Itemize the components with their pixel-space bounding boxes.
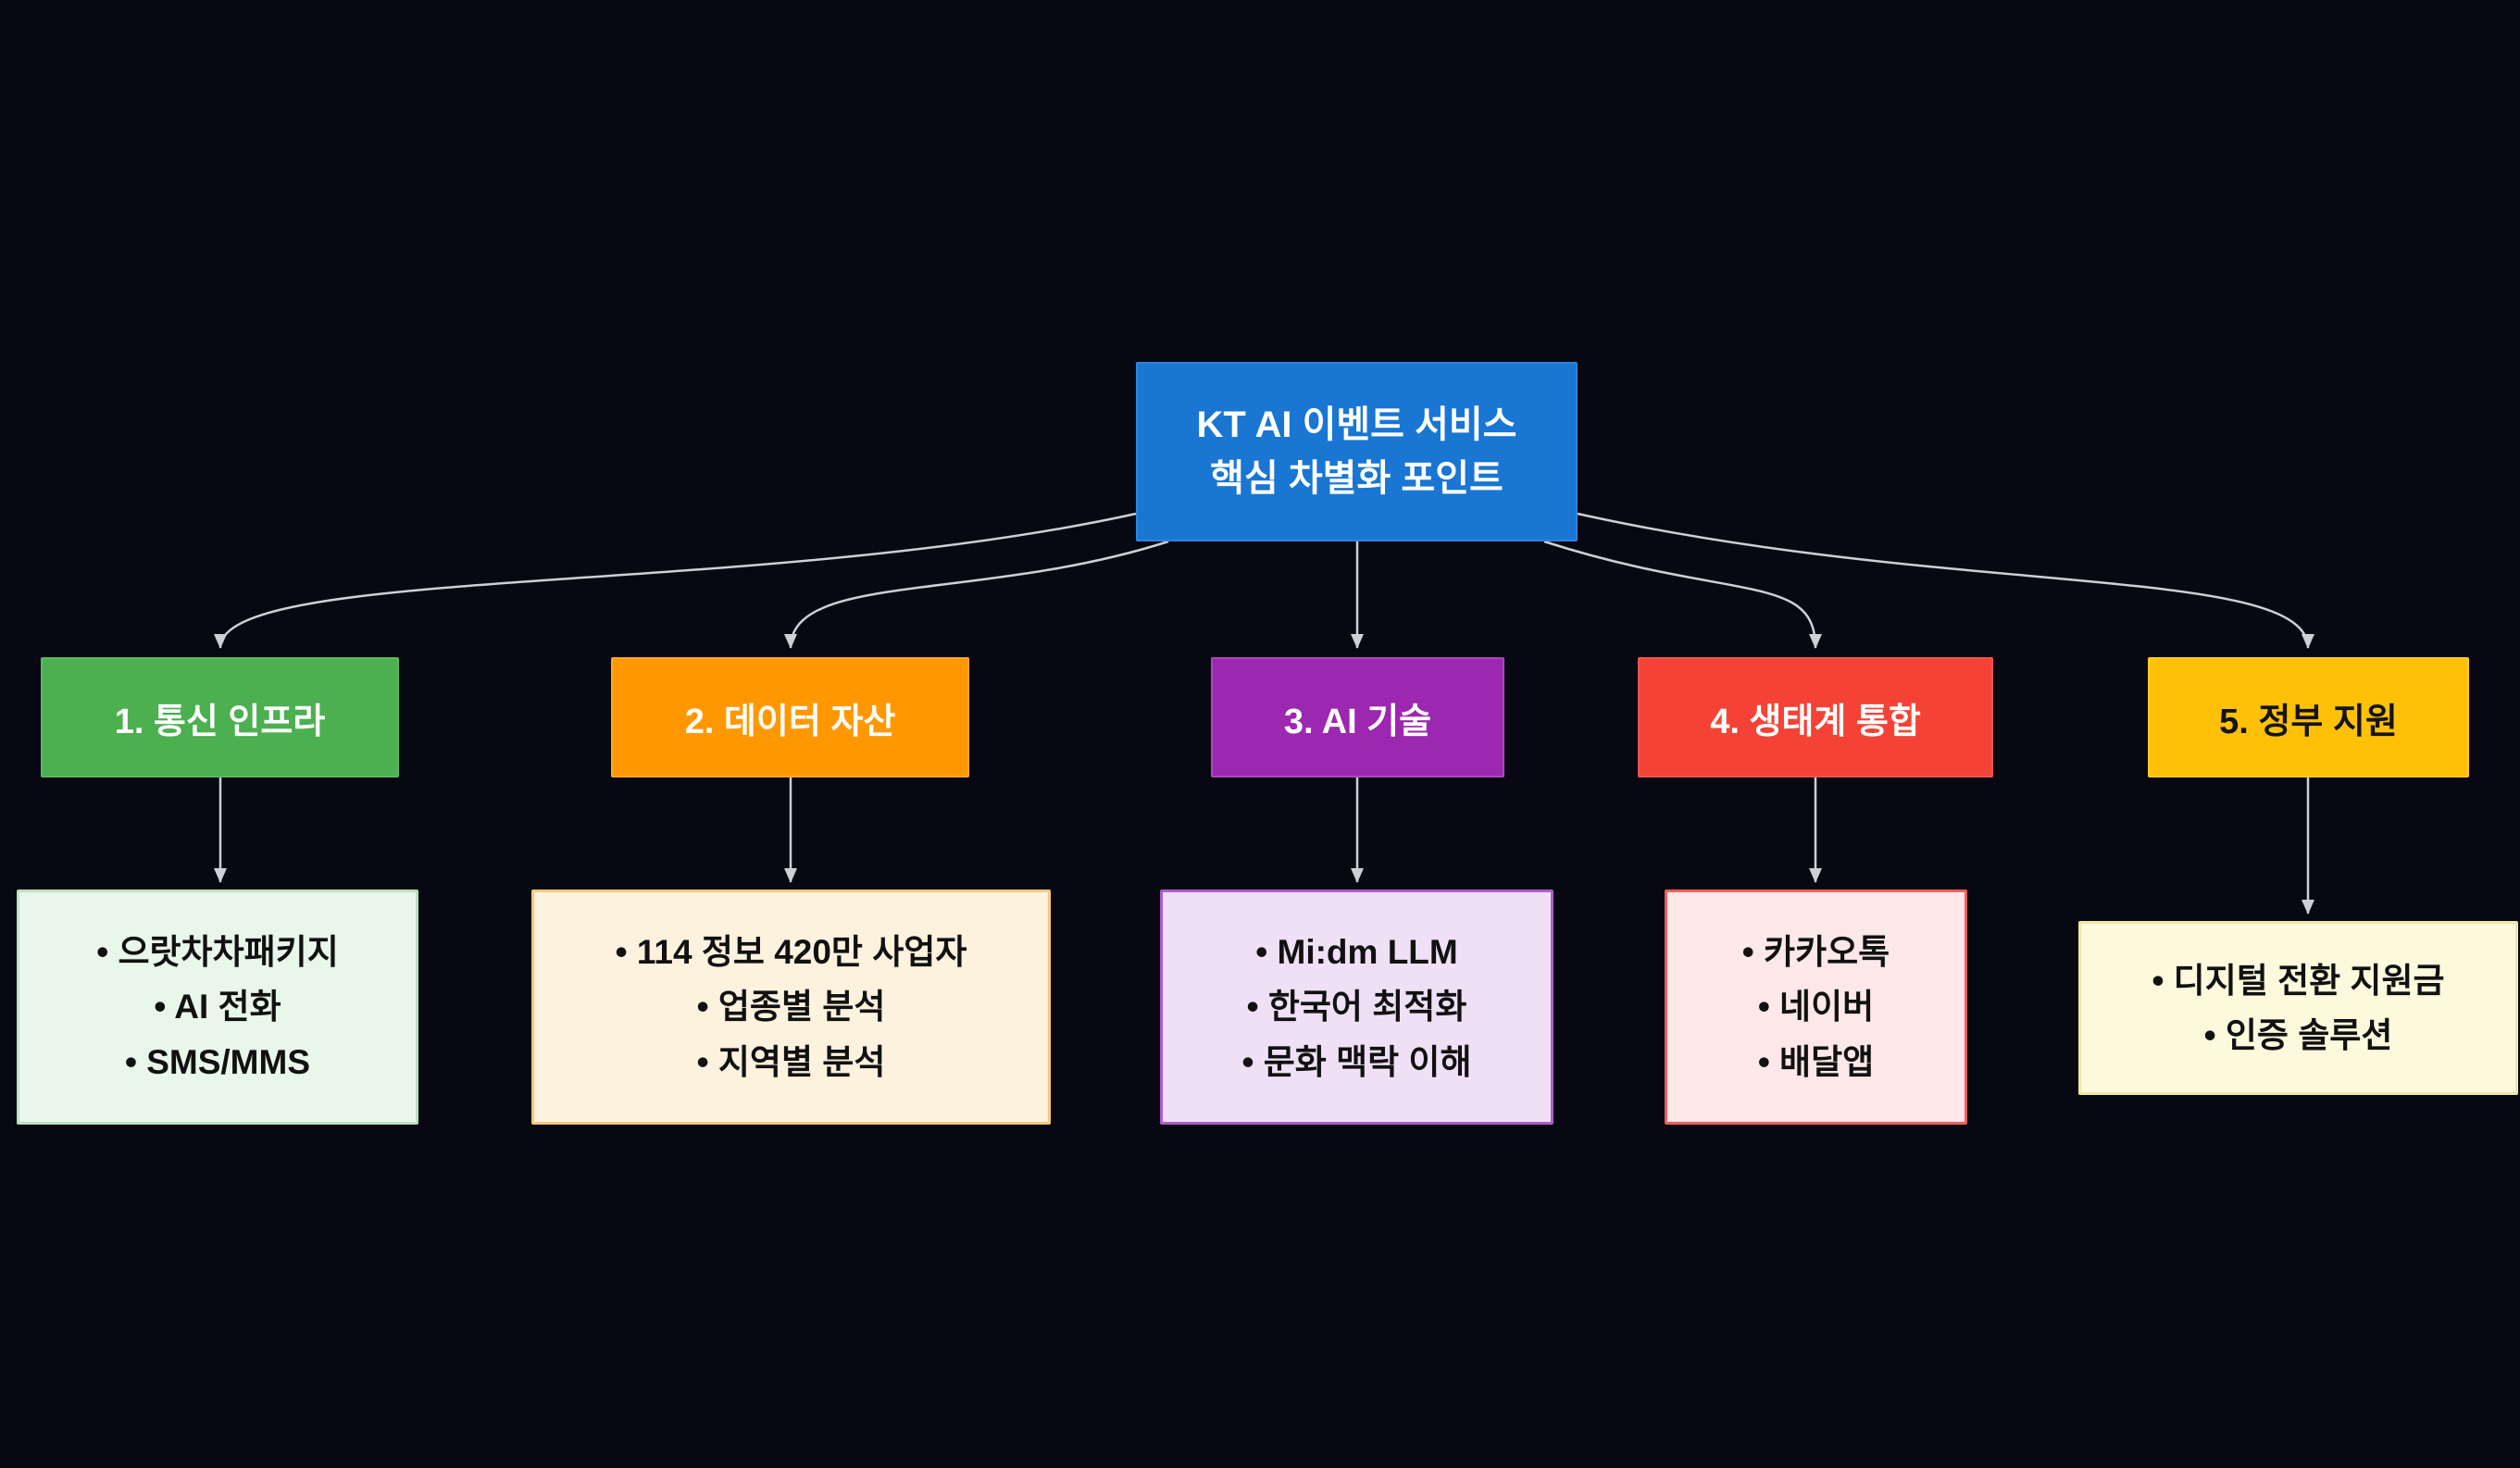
branch-leaf-gov: 디지털 전환 지원금 인증 솔루션 <box>2078 921 2518 1095</box>
root-title-line-2: 핵심 차별화 포인트 <box>1210 458 1503 499</box>
leaf-item: 카카오톡 <box>1742 925 1890 979</box>
branch-header-ecosystem: 4. 생태계 통합 <box>1638 657 1993 778</box>
leaf-item: 지역별 분석 <box>697 1035 885 1089</box>
leaf-item: 문화 맥락 이해 <box>1241 1035 1472 1089</box>
branch-header-infra: 1. 통신 인프라 <box>41 657 399 778</box>
branch-leaf-data: 114 정보 420만 사업자 업종별 분석 지역별 분석 <box>531 890 1051 1125</box>
root-node: KT AI 이벤트 서비스 핵심 차별화 포인트 <box>1136 362 1578 541</box>
leaf-item: 업종별 분석 <box>697 979 885 1034</box>
branch-header-gov: 5. 정부 지원 <box>2148 657 2469 778</box>
arrow-root-to-data <box>784 540 1169 649</box>
branch-leaf-ecosystem: 카카오톡 네이버 배달앱 <box>1665 890 1967 1125</box>
leaf-item: Mi:dm LLM <box>1255 925 1458 979</box>
leaf-item: SMS/MMS <box>125 1035 310 1089</box>
leaf-item: 배달앱 <box>1758 1035 1874 1089</box>
arrow-root-to-ecosystem <box>1543 540 1822 649</box>
leaf-item: 네이버 <box>1758 979 1874 1034</box>
leaf-item: 한국어 최적화 <box>1247 979 1467 1034</box>
arrow-root-to-gov <box>1577 512 2314 649</box>
leaf-item: AI 전화 <box>154 979 281 1034</box>
leaf-item: 114 정보 420만 사업자 <box>616 925 967 979</box>
branch-header-data: 2. 데이터 자산 <box>611 657 969 778</box>
leaf-item: 인증 솔루션 <box>2204 1008 2392 1063</box>
branch-header-ai: 3. AI 기술 <box>1211 657 1504 778</box>
root-title-line-1: KT AI 이벤트 서비스 <box>1196 404 1517 445</box>
leaf-item: 디지털 전환 지원금 <box>2152 953 2445 1008</box>
arrow-root-to-infra <box>214 512 1137 649</box>
branch-leaf-infra: 으랏차차패키지 AI 전화 SMS/MMS <box>17 890 418 1125</box>
leaf-item: 으랏차차패키지 <box>96 925 338 979</box>
branch-leaf-ai: Mi:dm LLM 한국어 최적화 문화 맥락 이해 <box>1160 890 1553 1125</box>
